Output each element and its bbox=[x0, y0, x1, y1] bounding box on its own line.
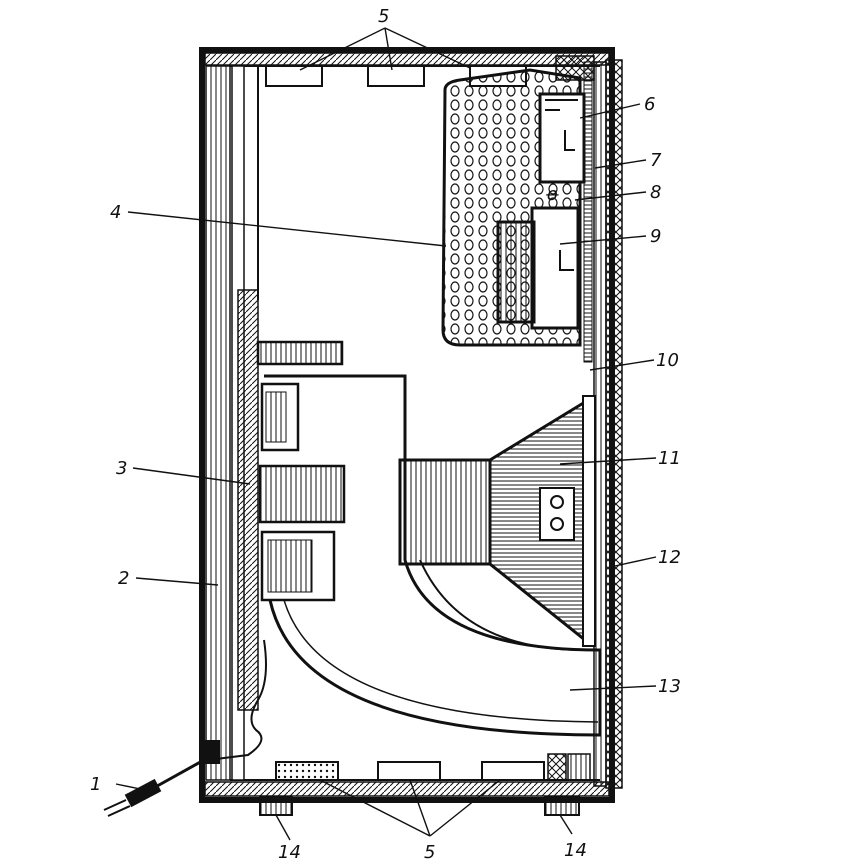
callout-14-right: 14 bbox=[564, 840, 587, 861]
callout-5-top: 5 bbox=[378, 6, 389, 27]
front-panel bbox=[205, 65, 259, 781]
tweeter-assembly bbox=[256, 340, 346, 602]
callout-8: 8 bbox=[650, 182, 661, 203]
callout-1: 1 bbox=[90, 774, 101, 795]
callout-14-left: 14 bbox=[278, 842, 301, 862]
electronics-housing: ꝋ bbox=[441, 68, 586, 347]
feet bbox=[259, 796, 580, 816]
callout-7: 7 bbox=[650, 150, 662, 171]
callout-labels: 1 2 3 4 5 6 7 8 9 10 11 12 13 14 5 14 bbox=[90, 6, 681, 863]
callout-6: 6 bbox=[644, 94, 655, 115]
power-cable bbox=[103, 639, 267, 817]
callout-2: 2 bbox=[118, 568, 129, 589]
callout-13: 13 bbox=[658, 676, 681, 697]
callout-3: 3 bbox=[116, 458, 127, 479]
callout-12: 12 bbox=[658, 547, 681, 568]
callout-10: 10 bbox=[656, 350, 679, 371]
callout-11: 11 bbox=[658, 448, 681, 469]
fuse-glyph: ꝋ bbox=[546, 184, 559, 205]
horn-duct bbox=[264, 374, 602, 737]
callout-5-bottom: 5 bbox=[424, 842, 435, 862]
woofer bbox=[398, 395, 596, 651]
leader-lines bbox=[115, 27, 657, 841]
callout-9: 9 bbox=[650, 226, 661, 247]
bottom-spacers bbox=[275, 753, 591, 781]
callout-4: 4 bbox=[110, 202, 121, 223]
